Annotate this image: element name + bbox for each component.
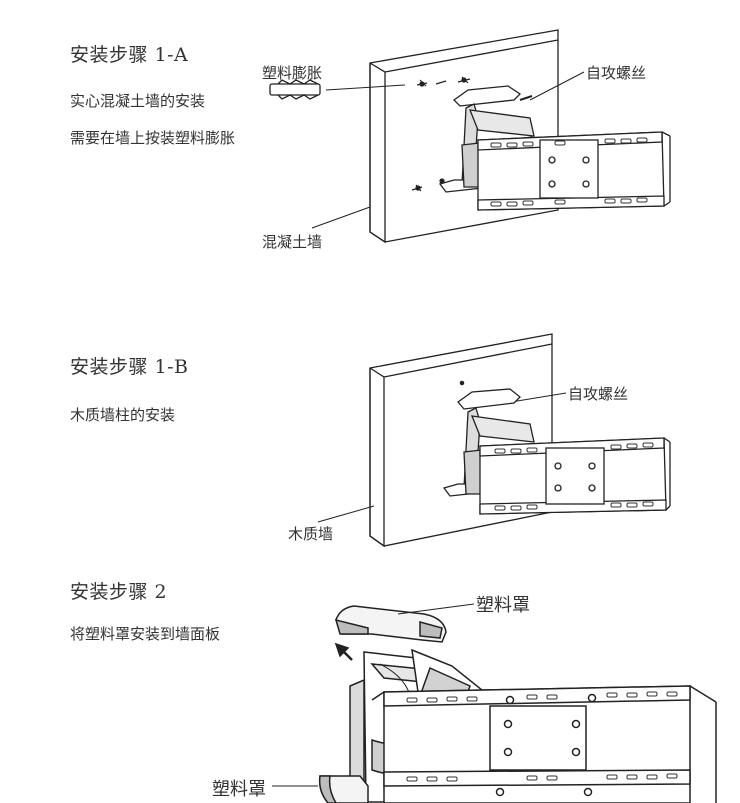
bracket-slots-2 [406,691,678,797]
label-plastic-cover-bottom: 塑料罩 [212,779,266,800]
label-plastic-cover-top: 塑料罩 [476,595,530,616]
step-1a-desc-2: 需要在墙上按装塑料膨胀 [70,129,236,147]
step-1b-illustration [317,333,671,548]
step-1a-desc-1: 实心混凝土墙的安装 [70,92,206,110]
step-2-desc-1: 将塑料罩安装到墙面板 [70,625,221,643]
plastic-cover-bottom [272,775,369,803]
label-plastic-anchor: 塑料膨胀 [262,64,323,82]
step-1a-title: 安装步骤 1-A [70,44,189,66]
tv-bracket-frame-1a [477,131,671,211]
tv-bracket-frame-1b [479,437,671,515]
label-self-tapping-screw-b: 自攻螺丝 [568,385,629,403]
label-concrete-wall: 混凝土墙 [262,233,323,251]
plastic-cover-top [334,603,475,643]
step-1b-desc-1: 木质墙柱的安装 [70,406,176,424]
plastic-anchor-icon [269,79,406,100]
wall-anchors [411,76,471,192]
step-1a-illustration [269,29,671,244]
label-self-tapping-screw-a: 自攻螺丝 [586,64,647,82]
label-wood-wall: 木质墙 [288,525,334,543]
bracket-slots-1b [494,442,654,511]
step-2-title: 安装步骤 2 [70,581,168,603]
step-2-illustration [272,603,717,803]
step-1b-title: 安装步骤 1-B [70,356,189,378]
tv-bracket-frame-2 [371,685,717,803]
bracket-slots-1a [490,137,648,207]
